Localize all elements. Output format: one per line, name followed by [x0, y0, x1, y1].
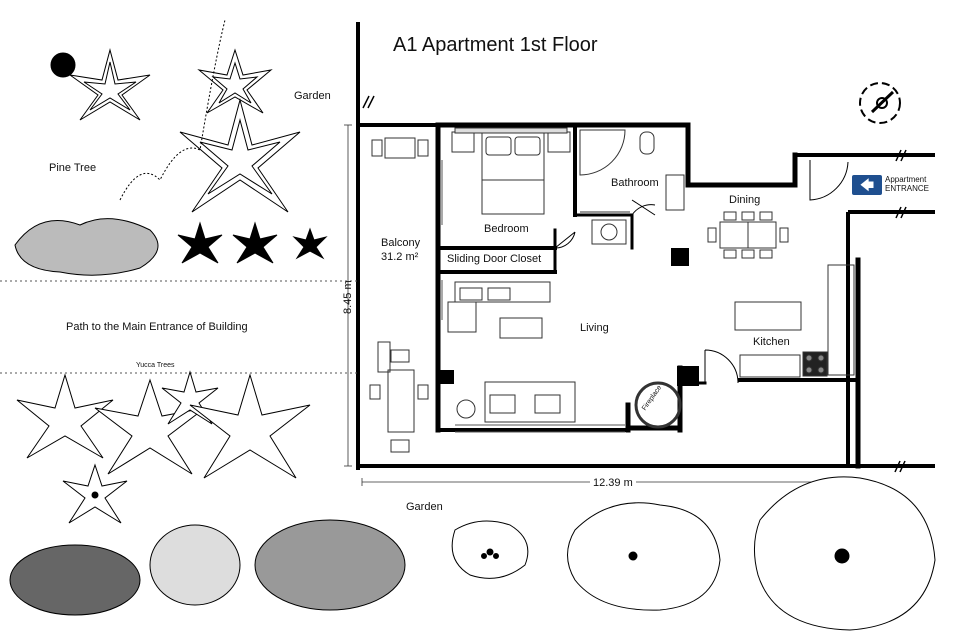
- doors: [554, 160, 849, 384]
- garden-bottom-label: Garden: [406, 501, 443, 513]
- yucca-label: Yucca Trees: [136, 362, 175, 369]
- columns: [440, 248, 699, 386]
- bedroom-furniture: [451, 127, 571, 215]
- room-label-living: Living: [580, 322, 609, 334]
- yucca-trees: [16, 370, 311, 524]
- arrow-left-icon: 🡄: [859, 177, 875, 193]
- entrance-sign: 🡄: [852, 175, 882, 195]
- north-arrow-icon: [859, 82, 901, 124]
- room-label-kitchen: Kitchen: [753, 336, 790, 348]
- dimension-width: 12.39 m: [590, 477, 636, 489]
- garden-bottom-plants: [9, 476, 936, 631]
- glass-walls: [441, 160, 625, 433]
- entrance-line2: ENTRANCE: [885, 184, 930, 193]
- path-lines: [0, 280, 360, 374]
- bathroom-fixtures: [579, 129, 685, 245]
- pine-tree-label: Pine Tree: [49, 162, 97, 174]
- room-label-bedroom: Bedroom: [484, 223, 529, 235]
- living-furniture: [447, 281, 682, 429]
- dimension-height: 8.45 m: [342, 280, 354, 314]
- room-label-dining: Dining: [729, 194, 761, 206]
- room-label-balcony: Balcony: [381, 237, 421, 249]
- balcony-area: 31.2 m²: [381, 251, 419, 263]
- garden-top-label: Garden: [294, 90, 331, 102]
- garden-top-plants: [14, 19, 328, 276]
- balcony-furniture: [369, 137, 429, 453]
- building-outline: [356, 22, 935, 473]
- path-label: Path to the Main Entrance of Building: [66, 321, 248, 333]
- apartment-walls: [360, 122, 861, 469]
- room-label-closet: Sliding Door Closet: [447, 253, 542, 265]
- dining-furniture: [707, 211, 789, 259]
- entrance-line1: Appartment: [885, 175, 927, 184]
- kitchen-fixtures: [734, 264, 855, 378]
- room-label-bathroom: Bathroom: [611, 177, 659, 189]
- page-title: A1 Apartment 1st Floor: [393, 34, 598, 56]
